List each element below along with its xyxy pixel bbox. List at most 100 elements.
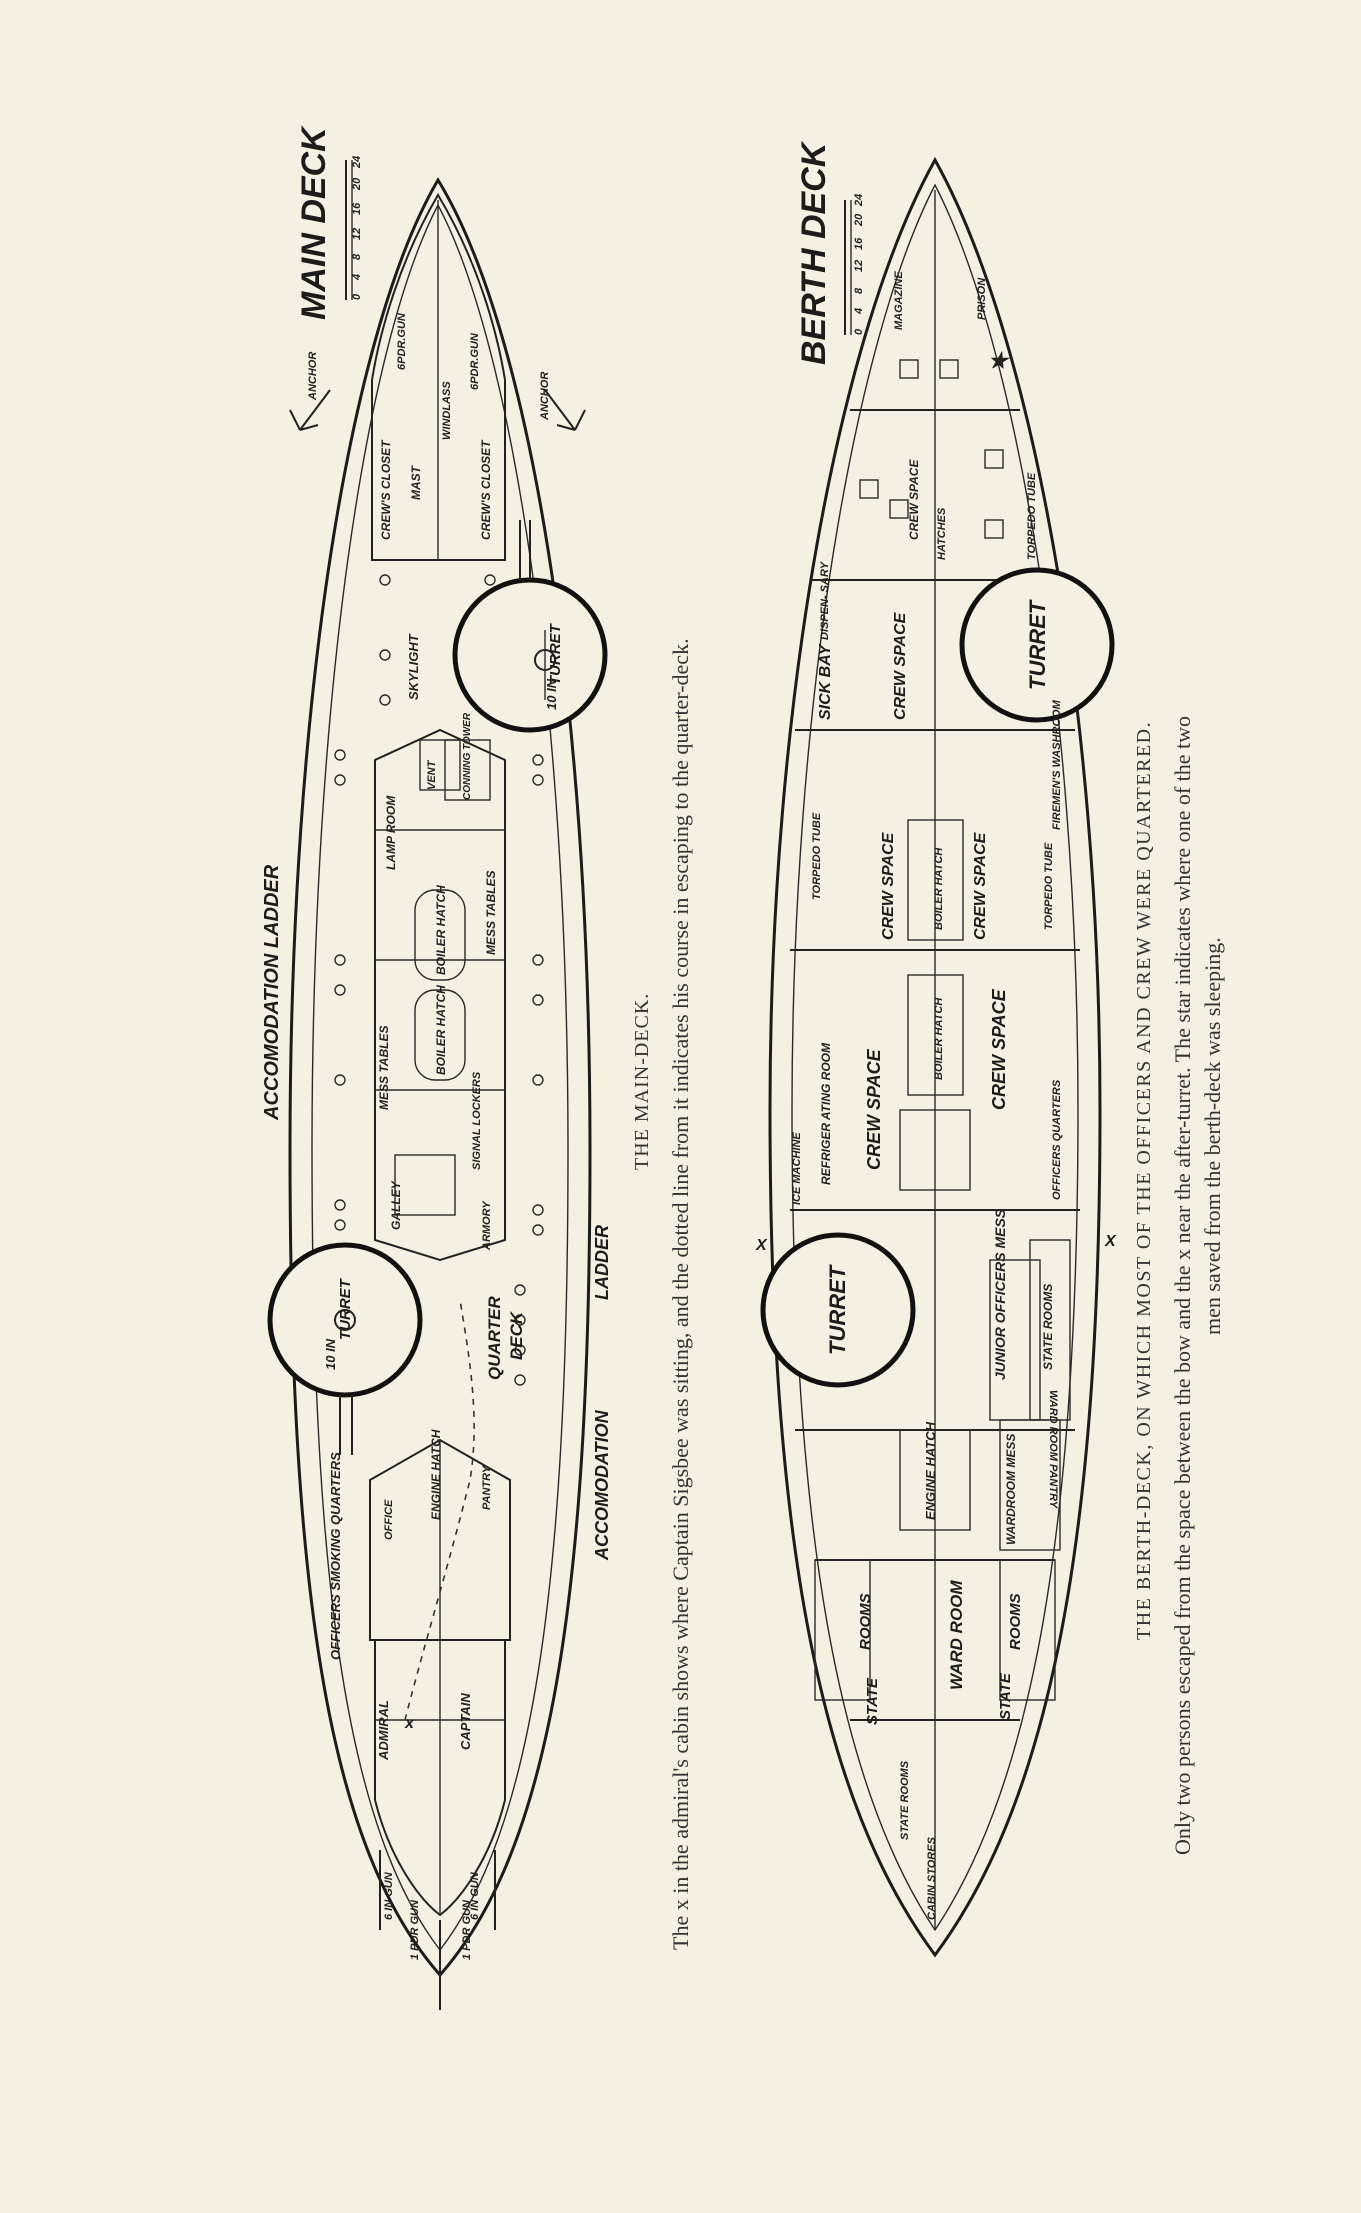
berth-scale-0: 0 [853, 328, 865, 335]
gun-6in-right-label: 6 IN GUN [469, 1871, 481, 1920]
gun-1pdr-left-label: 1 PDR GUN [409, 1899, 421, 1960]
berth-deck-plan [760, 156, 1115, 1958]
rooms-right-label: ROOMS [1007, 1593, 1024, 1650]
main-deck-scale [345, 160, 353, 300]
after-10in-label: 10 IN [323, 1338, 338, 1370]
gun-6pdr-right-label: 6PDR.GUN [469, 332, 481, 390]
star-mark: ★ [988, 348, 1011, 373]
armory-label: ARMORY [481, 1200, 493, 1251]
state-rooms-stern-label: STATE ROOMS [899, 1760, 911, 1840]
berth-scale-5: 20 [853, 213, 865, 227]
anchor-right-label: ANCHOR [539, 372, 551, 421]
ward-room-mess-label: WARDROOM MESS [1004, 1434, 1018, 1545]
skylight-label: SKYLIGHT [406, 633, 421, 700]
forward-turret-label: TURRET [547, 622, 564, 685]
boiler-hatch-1-label: BOILER HATCH [434, 885, 448, 975]
gun-1pdr-right-label: 1 PDR GUN [461, 1899, 473, 1960]
anchor-left-label: ANCHOR [307, 352, 319, 401]
admiral-x-mark: x [404, 1715, 415, 1732]
anchor-icon-left [289, 389, 331, 431]
magazine-label: MAGAZINE [893, 271, 905, 330]
crew-space-mid-right-label: CREW SPACE [972, 831, 989, 940]
galley-label: GALLEY [389, 1180, 403, 1230]
boiler-hatch-2-label: BOILER HATCH [434, 985, 448, 1075]
office-label: OFFICE [383, 1499, 395, 1540]
torpedo-tube-fwd-label: TORPEDO TUBE [1026, 472, 1038, 560]
ladder-bottom-label: LADDER [592, 1225, 612, 1300]
torpedo-tube-right-label: TORPEDO TUBE [1043, 842, 1055, 930]
crews-closet-right-label: CREW'S CLOSET [479, 439, 493, 540]
berth-scale-2: 8 [853, 287, 865, 294]
windlass-label: WINDLASS [441, 381, 453, 440]
berth-x-left-mark: X [755, 1237, 768, 1254]
forward-turret [452, 577, 608, 733]
berth-after-turret [760, 1232, 916, 1388]
crews-closet-left-label: CREW'S CLOSET [379, 439, 393, 540]
mess-tables-label: MESS TABLES [484, 871, 498, 955]
junior-officers-mess-label: JUNIOR OFFICERS MESS [992, 1208, 1008, 1380]
ward-room-pantry-label: WARD ROOM PANTRY [1047, 1390, 1059, 1510]
state-right-label: STATE [997, 1672, 1014, 1720]
main-scale-3: 12 [351, 228, 363, 240]
crew-space-fwd-label: CREW SPACE [892, 611, 909, 720]
berth-deck-caption-line1: Only two persons escaped from the space … [1170, 716, 1195, 1855]
accommodation-ladder-top-label: ACCOMODATION LADDER [261, 864, 283, 1121]
crew-space-mid-left-label: CREW SPACE [880, 831, 897, 940]
ice-machine-label: ICE MACHINE [791, 1132, 803, 1205]
berth-after-turret-label: TURRET [825, 1264, 850, 1355]
rooms-left-label: ROOMS [857, 1593, 874, 1650]
main-deck-caption-title: THE MAIN-DECK. [631, 993, 653, 1170]
crew-space-small-label: CREW SPACE [907, 459, 921, 540]
berth-x-right-mark: X [1104, 1233, 1117, 1250]
berth-forward-turret-label: TURRET [1025, 599, 1050, 690]
ward-room-label: WARD ROOM [947, 1580, 966, 1690]
torpedo-tube-mid-label: TORPEDO TUBE [811, 812, 823, 900]
firemens-washroom-label: FIREMEN'S WASHROOM [1051, 699, 1063, 830]
signal-lockers-label: SIGNAL LOCKERS [471, 1071, 483, 1170]
main-scale-5: 20 [351, 177, 363, 191]
main-deck-caption-text: The x in the admiral's cabin shows where… [668, 638, 693, 1950]
berth-scale-6: 24 [853, 194, 865, 207]
boiler-hatch-2-berth-label: BOILER HATCH [933, 997, 945, 1080]
vent-label: VENT [426, 759, 438, 790]
accommodation-bottom-label: ACCOMODATION [592, 1409, 612, 1561]
gun-6pdr-left-label: 6PDR.GUN [396, 312, 408, 370]
cabin-stores-label: CABIN STORES [926, 1836, 938, 1920]
hatches-label: HATCHES [936, 507, 948, 560]
mess-tables-left-label: MESS TABLES [377, 1026, 391, 1110]
quarter-label: QUARTER [485, 1296, 504, 1380]
state-left-label: STATE [864, 1677, 881, 1725]
forward-10in-label: 10 IN [544, 678, 559, 710]
berth-scale-1: 4 [853, 308, 865, 315]
boiler-hatch-1-berth-label: BOILER HATCH [933, 847, 945, 930]
admiral-label: ADMIRAL [376, 1700, 391, 1761]
after-turret [267, 1242, 423, 1398]
main-scale-4: 16 [351, 202, 363, 215]
pantry-label: PANTRY [481, 1464, 493, 1510]
main-scale-0: 0 [351, 293, 363, 300]
officers-quarters-label: OFFICERS QUARTERS [1051, 1079, 1063, 1200]
crew-space-aft-left-label: CREW SPACE [864, 1048, 884, 1170]
captain-label: CAPTAIN [458, 1693, 473, 1750]
officers-smoking-quarters-label: OFFICERS SMOKING QUARTERS [328, 1452, 343, 1660]
berth-scale-4: 16 [853, 237, 865, 250]
deck-label: DECK [507, 1310, 526, 1360]
berth-deck-caption-title: THE BERTH-DECK, ON WHICH MOST OF THE OFF… [1133, 721, 1155, 1640]
sick-bay-label: SICK BAY [817, 643, 834, 720]
berth-scale-3: 12 [853, 260, 865, 272]
berth-deck-title: BERTH DECK [795, 140, 833, 365]
engine-hatch-label: ENGINE HATCH [429, 1429, 443, 1520]
gun-6in-left-label: 6 IN GUN [383, 1871, 395, 1920]
main-deck-plan [267, 177, 608, 2010]
main-deck-title: MAIN DECK [295, 125, 333, 320]
conning-tower-label: CONNING TOWER [462, 712, 473, 800]
anchor-icon-right [544, 389, 586, 431]
crew-space-aft-right-label: CREW SPACE [989, 988, 1009, 1110]
engine-hatch-berth-label: ENGINE HATCH [923, 1421, 938, 1520]
lamp-room-label: LAMP ROOM [384, 795, 398, 870]
dispensary-label: DISPEN- SARY [819, 560, 831, 640]
berth-deck-caption-line2: men saved from the berth-deck was sleepi… [1200, 937, 1225, 1335]
after-turret-label: TURRET [337, 1277, 354, 1340]
